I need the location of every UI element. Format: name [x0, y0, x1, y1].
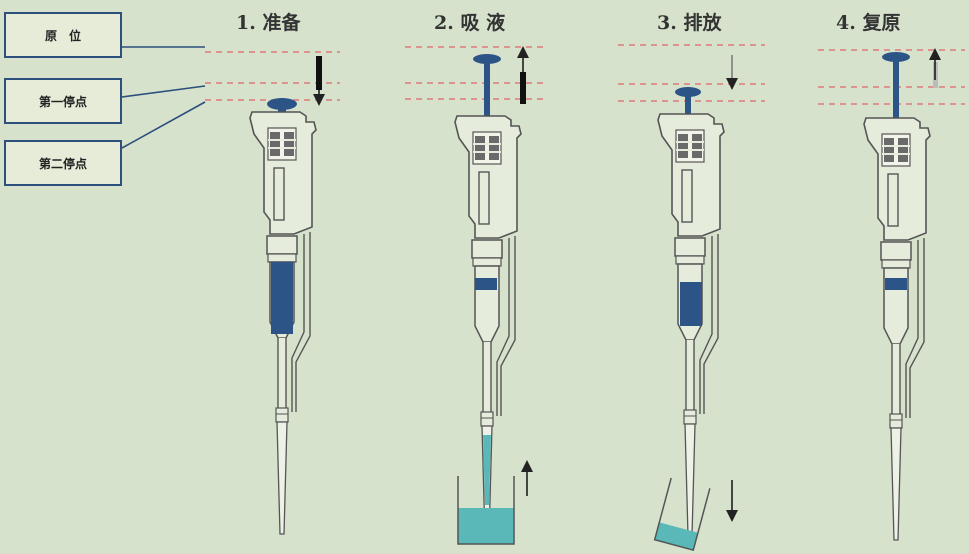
plunger-rod-2 — [484, 60, 490, 118]
plunger-rod-4 — [893, 58, 899, 120]
legend-connectors — [121, 46, 206, 149]
arrow-step-2 — [517, 46, 529, 104]
plunger-button-4 — [882, 52, 910, 62]
plunger-button-3 — [675, 87, 701, 97]
legend-home-label: 原 位 — [44, 28, 81, 43]
pipette-step-3 — [657, 87, 725, 537]
legend-second-stop-label: 第二停点 — [38, 156, 87, 171]
step-4-title: 4. 复原 — [836, 12, 901, 34]
barrel-liquid-3 — [680, 282, 702, 326]
step-3-title: 3. 排放 — [657, 12, 722, 34]
pipette-step-1 — [249, 98, 317, 535]
step-2-title: 2. 吸 液 — [434, 12, 506, 34]
arrow-step-4 — [929, 48, 941, 88]
plunger-button-2 — [473, 54, 501, 64]
pipette-step-2 — [454, 54, 522, 539]
pipette-step-4 — [863, 52, 931, 541]
legend-home-position: 原 位 — [4, 12, 122, 58]
legend-second-stop: 第二停点 — [4, 140, 122, 186]
beaker-step-2 — [457, 460, 533, 545]
tube-step-3 — [653, 477, 711, 552]
arrow-step-1 — [313, 56, 325, 106]
step-1-title: 1. 准备 — [236, 12, 301, 34]
legend-first-stop-label: 第一停点 — [38, 94, 87, 109]
legend-first-stop: 第一停点 — [4, 78, 122, 124]
barrel-liquid-1 — [271, 262, 293, 334]
level-lines — [205, 44, 965, 105]
